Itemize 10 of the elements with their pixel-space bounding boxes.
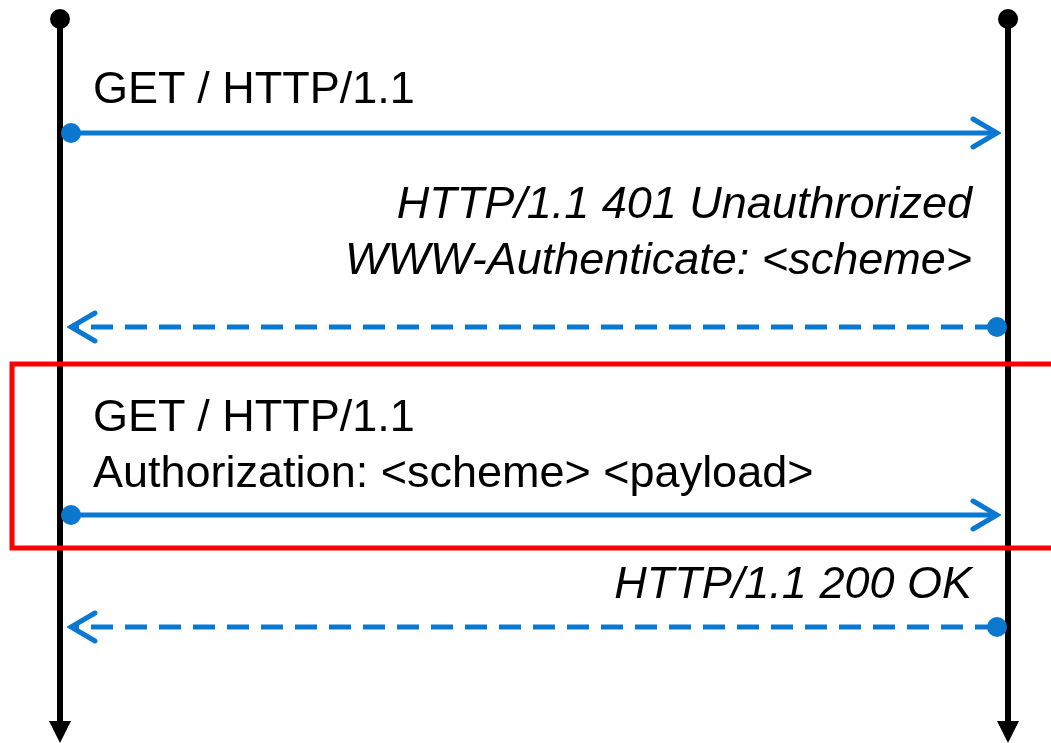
arrow	[61, 116, 1000, 150]
lifeline	[49, 8, 71, 743]
message-label: GET / HTTP/1.1 Authorization: <scheme> <payload>	[93, 389, 814, 499]
arrow	[61, 498, 1000, 532]
arrow	[68, 610, 1007, 644]
arrow	[68, 310, 1007, 344]
message-label: GET / HTTP/1.1	[93, 61, 415, 115]
message-label: HTTP/1.1 200 OK	[614, 556, 972, 610]
message-label: HTTP/1.1 401 Unauthrorized WWW-Authenticate: <scheme>	[345, 176, 972, 286]
lifeline	[997, 8, 1019, 743]
